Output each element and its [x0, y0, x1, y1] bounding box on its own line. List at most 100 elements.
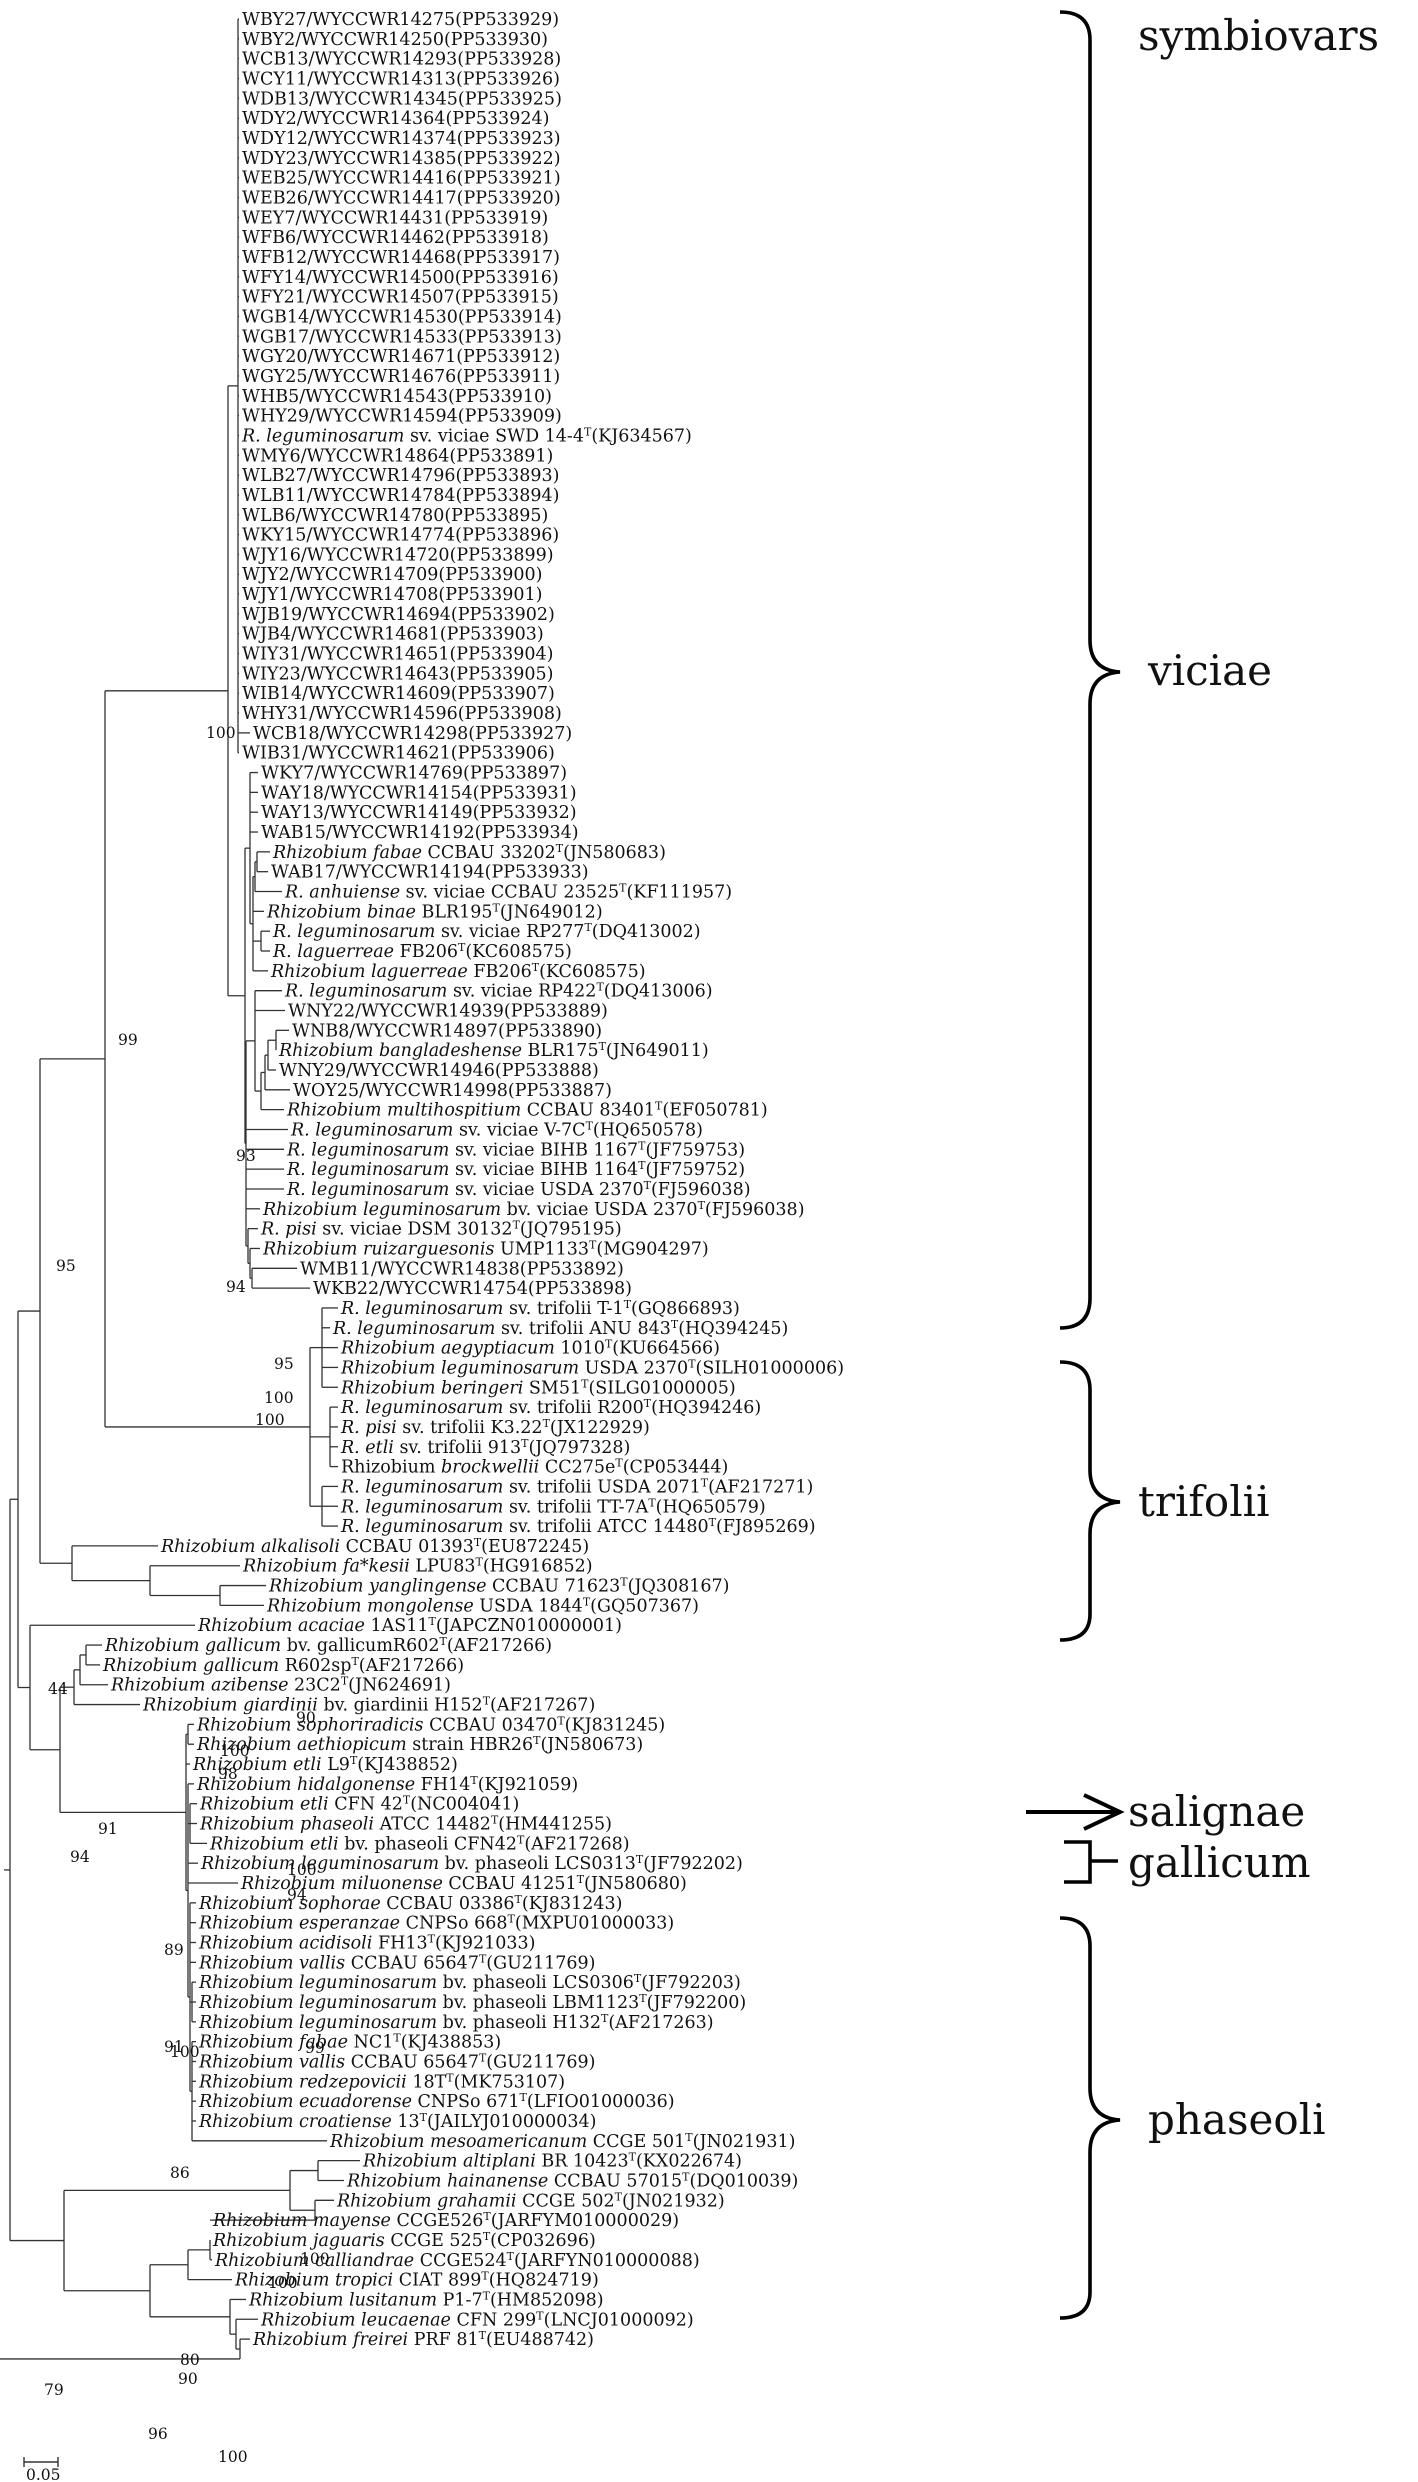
taxon-label: Rhizobium leucaenae CFN 299T(LNCJ0100009…: [260, 2309, 694, 2330]
taxon-label: R. leguminosarum sv. viciae RP277T(DQ413…: [272, 921, 701, 942]
group-label-trifolii: trifolii: [1138, 1477, 1270, 1526]
bootstrap-label: 100: [220, 1742, 250, 1760]
taxon-label: WLB27/WYCCWR14796(PP533893): [242, 466, 560, 486]
taxon-label: Rhizobium etli bv. phaseoli CFN42T(AF217…: [209, 1833, 630, 1854]
taxon-label: Rhizobium leguminosarum USDA 2370T(SILH0…: [340, 1357, 844, 1378]
taxon-label: Rhizobium calliandrae CCGE524T(JARFYN010…: [214, 2250, 700, 2271]
taxon-label: Rhizobium altiplani BR 10423T(KX022674): [362, 2151, 742, 2172]
bootstrap-label: 100: [206, 724, 236, 742]
group-viciae: viciae: [1059, 10, 1272, 1330]
arrow-salignae-head: [1083, 1793, 1125, 1831]
taxon-label: WAY13/WYCCWR14149(PP533932): [261, 803, 577, 823]
taxon-label: Rhizobium bangladeshense BLR175T(JN64901…: [278, 1040, 709, 1061]
bootstrap-label: 94: [70, 1848, 90, 1866]
bootstrap-label: 95: [56, 1257, 76, 1275]
taxon-label: Rhizobium fabae NC1T(KJ438853): [198, 2032, 501, 2053]
taxon-label: Rhizobium freirei PRF 81T(EU488742): [252, 2329, 594, 2350]
taxon-label: Rhizobium azibense 23C2T(JN624691): [110, 1675, 451, 1696]
taxon-label: WKY15/WYCCWR14774(PP533896): [242, 526, 559, 546]
scale-bar: 0.05: [23, 2457, 61, 2482]
taxon-label: WAY18/WYCCWR14154(PP533931): [261, 783, 577, 803]
taxon-label: WHY31/WYCCWR14596(PP533908): [242, 704, 562, 724]
group-trifolii: trifolii: [1059, 1360, 1270, 1642]
taxon-label: WGY20/WYCCWR14671(PP533912): [242, 347, 560, 367]
taxon-label: WJB4/WYCCWR14681(PP533903): [242, 625, 544, 645]
taxon-label: WMY6/WYCCWR14864(PP533891): [242, 446, 553, 466]
taxon-label: WIB14/WYCCWR14609(PP533907): [242, 684, 555, 704]
taxon-label: Rhizobium ruizarguesonis UMP1133T(MG9042…: [262, 1238, 709, 1259]
taxon-label: WBY27/WYCCWR14275(PP533929): [242, 10, 559, 30]
taxon-label: Rhizobium gallicum R602spT(AF217266): [102, 1655, 464, 1676]
taxon-label: Rhizobium miluonense CCBAU 41251T(JN5806…: [240, 1873, 687, 1894]
taxon-label: Rhizobium ecuadorense CNPSo 671T(LFIO010…: [198, 2091, 675, 2112]
brace-viciae: [1059, 10, 1121, 1330]
taxon-label: Rhizobium grahamii CCGE 502T(JN021932): [336, 2190, 725, 2211]
bootstrap-label: 95: [274, 1355, 294, 1373]
taxon-label: WGB14/WYCCWR14530(PP533914): [242, 307, 562, 327]
bootstrap-label: 99: [305, 2039, 325, 2057]
bootstrap-label: 100: [170, 2043, 200, 2061]
taxon-label: WAB15/WYCCWR14192(PP533934): [261, 823, 579, 843]
taxon-label: Rhizobium multihospitium CCBAU 83401T(EF…: [286, 1100, 768, 1121]
taxon-label: WIY31/WYCCWR14651(PP533904): [242, 645, 553, 665]
bootstrap-label: 86: [170, 2164, 190, 2182]
taxon-label: WOY25/WYCCWR14998(PP533887): [293, 1081, 612, 1101]
group-gallicum: gallicum: [1064, 1838, 1311, 1887]
bootstrap-label: 89: [164, 1941, 184, 1959]
taxon-label: R. leguminosarum sv. viciae BIHB 1167T(J…: [286, 1139, 745, 1160]
taxon-label: R. leguminosarum sv. trifolii R200T(HQ39…: [340, 1397, 761, 1418]
taxon-label: WJY1/WYCCWR14708(PP533901): [242, 585, 542, 605]
taxon-label: WKY7/WYCCWR14769(PP533897): [261, 764, 567, 784]
taxon-label: Rhizobium aethiopicum strain HBR26T(JN58…: [196, 1734, 643, 1755]
taxa-labels: WBY27/WYCCWR14275(PP533929)WBY2/WYCCWR14…: [102, 10, 844, 2350]
group-label-viciae: viciae: [1147, 646, 1272, 695]
bootstrap-label: 80: [180, 2351, 200, 2369]
taxon-label: WEY7/WYCCWR14431(PP533919): [242, 208, 548, 228]
taxon-label: WDY23/WYCCWR14385(PP533922): [242, 149, 561, 169]
taxon-label: Rhizobium croatiense 13T(JAILYJ010000034…: [198, 2111, 596, 2132]
brace-gallicum: [1064, 1840, 1118, 1884]
taxon-label: R. etli sv. trifolii 913T(JQ797328): [340, 1437, 630, 1458]
taxon-label: R. leguminosarum sv. trifolii ATCC 14480…: [340, 1516, 816, 1537]
taxon-label: Rhizobium hainanense CCBAU 57015T(DQ0100…: [346, 2170, 798, 2191]
taxon-label: R. pisi sv. viciae DSM 30132T(JQ795195): [260, 1219, 622, 1240]
taxon-label: WFB12/WYCCWR14468(PP533917): [242, 248, 560, 268]
taxon-label: Rhizobium gallicum bv. gallicumR602T(AF2…: [104, 1635, 552, 1656]
bootstrap-label: 100: [300, 2250, 330, 2268]
taxon-label: Rhizobium fa*kesii LPU83T(HG916852): [242, 1556, 593, 1577]
taxon-label: Rhizobium lusitanum P1-7T(HM852098): [248, 2289, 604, 2310]
taxon-label: R. laguerreae FB206T(KC608575): [272, 941, 572, 962]
bootstrap-label: 90: [296, 1709, 316, 1727]
group-label-gallicum: gallicum: [1128, 1838, 1311, 1887]
bootstrap-label: 100: [287, 1861, 317, 1879]
taxon-label: Rhizobium leguminosarum bv. phaseoli H13…: [198, 2012, 714, 2033]
taxon-label: R. leguminosarum sv. viciae BIHB 1164T(J…: [286, 1159, 745, 1180]
taxon-label: Rhizobium mayense CCGE526T(JARFYM0100000…: [212, 2210, 679, 2231]
bootstrap-label: 91: [164, 2038, 184, 2056]
bootstrap-label: 98: [218, 1765, 238, 1783]
taxon-label: R. leguminosarum sv. viciae V-7CT(HQ6505…: [290, 1119, 703, 1140]
taxon-label: Rhizobium vallis CCBAU 65647T(GU211769): [198, 1952, 595, 1973]
taxon-label: WMB11/WYCCWR14838(PP533892): [300, 1259, 624, 1279]
taxon-label: WDB13/WYCCWR14345(PP533925): [242, 89, 562, 109]
taxon-label: R. leguminosarum sv. trifolii ANU 843T(H…: [332, 1318, 788, 1339]
bootstrap-label: 99: [118, 1031, 138, 1049]
group-salignae: salignae: [1026, 1787, 1305, 1836]
taxon-label: Rhizobium fabae CCBAU 33202T(JN580683): [272, 842, 666, 863]
group-phaseoli: phaseoli: [1059, 1916, 1326, 2320]
taxon-label: Rhizobium esperanzae CNPSo 668T(MXPU0100…: [198, 1913, 674, 1934]
taxon-label: Rhizobium leguminosarum bv. phaseoli LCS…: [200, 1853, 743, 1874]
bootstrap-label: 91: [98, 1820, 118, 1838]
bootstrap-label: 44: [48, 1680, 68, 1698]
taxon-label: WEB26/WYCCWR14417(PP533920): [242, 188, 561, 208]
taxon-label: WCY11/WYCCWR14313(PP533926): [242, 69, 560, 89]
taxon-label: WDY2/WYCCWR14364(PP533924): [242, 109, 549, 129]
taxon-label: R. leguminosarum sv. viciae RP422T(DQ413…: [284, 981, 713, 1002]
taxon-label: Rhizobium laguerreae FB206T(KC608575): [270, 961, 646, 982]
bootstrap-label: 79: [44, 2381, 64, 2399]
taxon-label: WNB8/WYCCWR14897(PP533890): [292, 1021, 602, 1041]
scale-bar-label: 0.05: [26, 2466, 61, 2482]
taxon-label: WCB18/WYCCWR14298(PP533927): [253, 724, 572, 744]
taxon-label: Rhizobium hidalgonense FH14T(KJ921059): [196, 1774, 578, 1795]
